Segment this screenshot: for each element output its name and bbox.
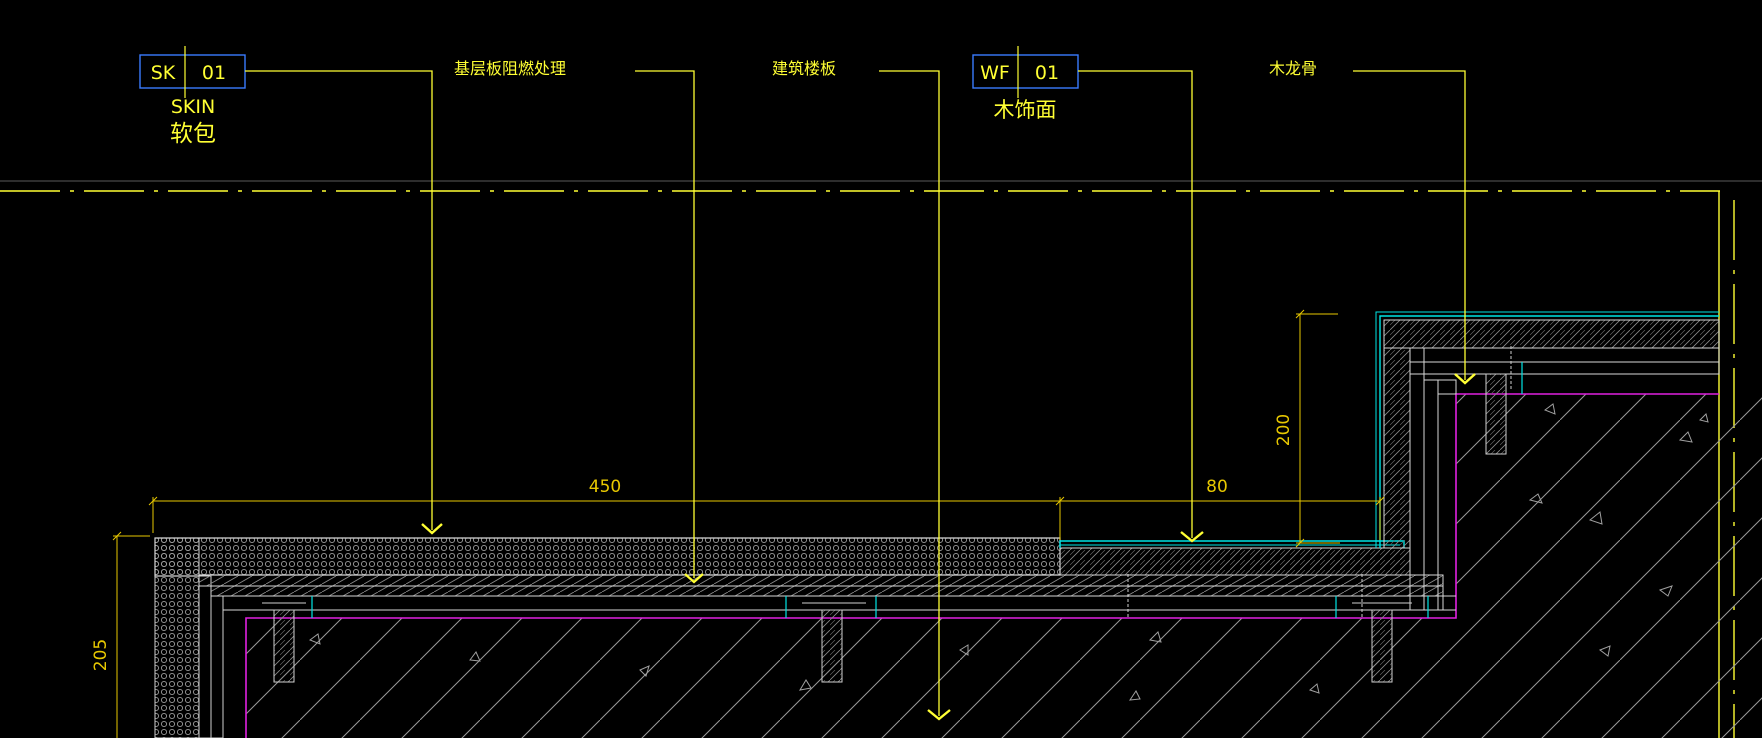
callout-label-timber-keel: 木龙骨 [1269, 59, 1317, 78]
tag-sk01-code: SK [151, 62, 176, 84]
wood-veneer-vertical [1375, 311, 1720, 611]
tag-wf01: WF 01 木饰面 [972, 46, 1079, 122]
leader-base-board [635, 70, 704, 584]
tag-wf01-name-cn: 木饰面 [994, 98, 1057, 122]
dimension-80-label: 80 [1206, 477, 1228, 497]
leader-timber-keel [1353, 70, 1476, 385]
leader-sk01 [245, 70, 443, 535]
tag-sk01-name-cn: 软包 [170, 121, 216, 147]
tag-sk01-number: 01 [202, 62, 226, 84]
leader-floor-slab-arrowhead [927, 709, 951, 721]
dimension-80 [1060, 496, 1385, 540]
batten [262, 602, 306, 683]
wood-veneer-horizontal [1059, 540, 1411, 576]
cyan-joints [311, 362, 1523, 618]
soft-pack-horizontal [154, 537, 1061, 577]
dimension-450 [148, 496, 1065, 540]
dimension-200 [1295, 309, 1340, 548]
callout-label-base-board: 基层板阻燃处理 [454, 59, 566, 78]
tag-wf01-number: 01 [1035, 62, 1059, 84]
leader-sk01-arrowhead [421, 523, 443, 535]
leader-floor-slab [879, 70, 951, 721]
timber-battens [262, 346, 1512, 683]
leader-wf01 [1078, 70, 1204, 543]
callout-label-floor-slab: 建筑楼板 [772, 59, 836, 78]
dimension-200-label: 200 [1274, 414, 1294, 446]
dimension-205 [112, 531, 150, 738]
tag-sk01: SK 01 SKIN 软包 [139, 46, 246, 147]
tag-wf01-code: WF [980, 62, 1010, 84]
dimension-205-label: 205 [91, 639, 111, 671]
leader-wf01-arrowhead [1180, 531, 1204, 543]
dimension-450-label: 450 [589, 477, 621, 497]
base-board-layers [198, 574, 1456, 611]
batten [1352, 602, 1412, 683]
batten [802, 602, 866, 683]
batten [1485, 373, 1507, 455]
tag-sk01-name-en: SKIN [171, 96, 215, 118]
leader-base-board-arrowhead [684, 573, 704, 584]
leader-timber-keel-arrowhead [1454, 373, 1476, 385]
aggregate-marks [308, 403, 1709, 701]
